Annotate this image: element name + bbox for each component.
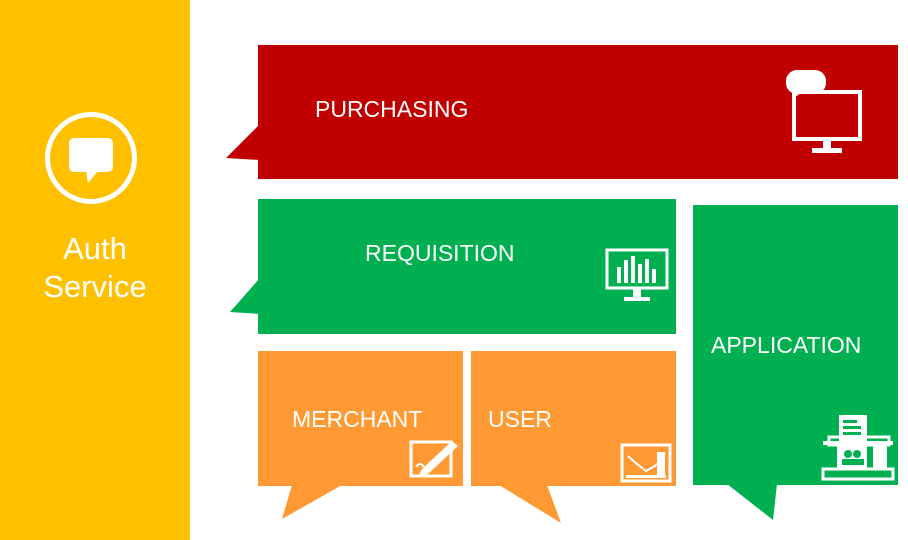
merchant-label: MERCHANT <box>292 406 423 432</box>
auth-title-line2: Service <box>43 269 147 304</box>
purchasing-tile[interactable]: PURCHASING <box>258 45 898 179</box>
application-tail <box>727 484 777 520</box>
auth-service-title: Auth Service <box>0 230 190 306</box>
auth-service-panel: Auth Service <box>0 0 190 540</box>
document-folder-users-icon <box>821 415 895 481</box>
auth-title-line1: Auth <box>63 231 127 266</box>
requisition-tail <box>230 278 260 314</box>
purchasing-tail <box>226 124 260 160</box>
user-tail <box>499 485 561 523</box>
speech-bubble-icon <box>45 112 137 204</box>
requisition-label: REQUISITION <box>365 240 515 266</box>
application-tile[interactable]: APPLICATION <box>693 205 898 485</box>
merchant-tail <box>282 485 342 519</box>
user-tile[interactable]: USER <box>471 351 676 486</box>
line-chart-card-icon <box>620 443 672 483</box>
monitor-chat-icon <box>786 70 862 153</box>
user-label: USER <box>488 406 552 432</box>
monitor-bar-chart-icon <box>605 248 669 301</box>
requisition-tile[interactable]: REQUISITION <box>258 199 676 334</box>
application-label: APPLICATION <box>711 332 862 358</box>
purchasing-label: PURCHASING <box>315 96 469 122</box>
merchant-tile[interactable]: MERCHANT <box>258 351 463 486</box>
pen-tablet-icon <box>409 440 458 478</box>
